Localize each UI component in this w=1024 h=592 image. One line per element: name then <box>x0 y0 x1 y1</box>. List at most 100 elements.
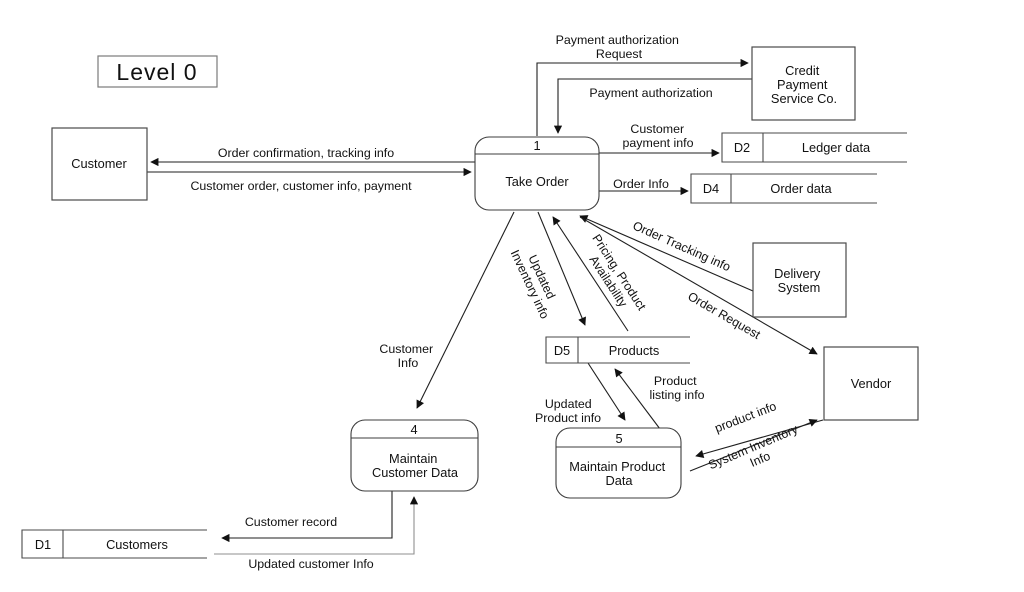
flow-label: Payment authorization Request <box>556 33 683 61</box>
datastore-d2-ledger-data: D2 Ledger data <box>721 132 907 163</box>
flow-customer-info: Customer Info <box>379 211 515 409</box>
process-label-line: Data <box>605 473 633 488</box>
flow-order-info: Order Info <box>599 177 689 196</box>
process-number: 5 <box>615 431 622 446</box>
datastore-outline <box>545 336 690 364</box>
entity-vendor: Vendor <box>823 346 919 421</box>
process-label: Maintain Product Data <box>569 459 669 488</box>
flow-line <box>221 491 393 543</box>
entity-box <box>751 46 856 121</box>
flow-label: Customer Info <box>379 342 436 370</box>
flow-order-confirmation: Order confirmation, tracking info <box>150 146 475 167</box>
entity-label: Delivery System <box>774 266 824 295</box>
datastore-d1-customers: D1 Customers <box>21 529 207 559</box>
flow-updated-inventory-info: Updated Inventory info <box>508 211 586 326</box>
datastore-name: Order data <box>770 181 832 196</box>
process-1-take-order: 1 Take Order <box>474 136 600 211</box>
entity-label-line: Payment <box>777 77 828 92</box>
entity-label: Credit Payment Service Co. <box>771 63 837 106</box>
process-number: 4 <box>410 422 417 437</box>
process-label-line: Maintain Product <box>569 459 665 474</box>
flow-line <box>552 216 629 332</box>
flow-label-line: Customer <box>379 342 433 356</box>
process-label-line: Maintain <box>389 451 437 466</box>
flow-customer-record: Customer record <box>221 491 393 543</box>
flow-label-line: payment info <box>623 136 694 150</box>
flow-line <box>579 216 818 355</box>
flow-label: Customer payment info <box>623 122 694 150</box>
process-number: 1 <box>533 138 540 153</box>
title-text: Level 0 <box>116 59 197 85</box>
flow-label-line: Payment authorization <box>556 33 679 47</box>
flow-product-listing-info: Product listing info <box>614 368 705 430</box>
flow-payment-authorization: Payment authorization <box>553 78 752 134</box>
entity-label-line: Credit <box>785 63 820 78</box>
entity-credit-payment-service: Credit Payment Service Co. <box>751 46 856 121</box>
title-box <box>97 55 218 88</box>
flow-line <box>416 211 515 409</box>
flow-label: Customer record <box>245 515 337 529</box>
datastore-code: D2 <box>734 140 750 155</box>
entity-label: Vendor <box>851 376 892 391</box>
flow-label: Updated Product info <box>535 397 601 425</box>
diagram-title: Level 0 <box>97 55 218 88</box>
entity-label-line: Delivery <box>774 266 821 281</box>
entity-box <box>823 346 919 421</box>
flow-customer-payment-info: Customer payment info <box>599 122 720 158</box>
datastore-name: Customers <box>106 537 168 552</box>
entity-label-line: System <box>778 280 821 295</box>
flow-line <box>214 496 419 555</box>
entity-label-line: Service Co. <box>771 91 837 106</box>
process-label-line: Customer Data <box>372 465 459 480</box>
flow-label: Updated customer Info <box>248 557 373 571</box>
flow-label-line: Product <box>654 374 697 388</box>
flow-line <box>553 78 752 134</box>
datastore-name: Products <box>609 343 660 358</box>
entity-customer: Customer <box>51 127 148 201</box>
datastore-d4-order-data: D4 Order data <box>690 173 877 204</box>
flow-line <box>587 362 626 421</box>
flow-line <box>689 418 818 472</box>
flow-label-line: Request <box>596 47 643 61</box>
process-5-maintain-product-data: 5 Maintain Product Data <box>555 427 682 499</box>
process-4-maintain-customer-data: 4 Maintain Customer Data <box>350 419 479 492</box>
flow-line <box>614 368 661 430</box>
datastore-outline <box>690 173 877 204</box>
flow-customer-order: Customer order, customer info, payment <box>147 167 472 193</box>
datastore-outline <box>21 529 207 559</box>
flow-label-line: Product info <box>535 411 601 425</box>
flow-label-line: Info <box>398 356 419 370</box>
entity-box <box>752 242 847 318</box>
datastore-code: D4 <box>703 181 719 196</box>
flow-pricing-product-availability: Pricing, Product Availability <box>552 216 649 332</box>
flow-label: Updated Inventory info <box>508 242 565 321</box>
datastore-code: D5 <box>554 343 570 358</box>
process-box <box>474 136 600 211</box>
entity-delivery-system: Delivery System <box>752 242 847 318</box>
flow-updated-customer-info: Updated customer Info <box>214 496 419 571</box>
entity-label: Customer <box>71 156 127 171</box>
datastore-name: Ledger data <box>802 140 871 155</box>
flow-label: Order Info <box>613 177 669 191</box>
flow-label: Payment authorization <box>589 86 712 100</box>
flow-line <box>536 58 749 136</box>
datastore-outline <box>721 132 907 163</box>
flow-label: Product listing info <box>649 374 704 402</box>
flow-line <box>537 211 586 326</box>
flow-label: product info <box>713 399 779 435</box>
flow-line <box>579 215 754 292</box>
flow-label-line: Customer <box>630 122 684 136</box>
flow-label: Customer order, customer info, payment <box>190 179 412 193</box>
flow-payment-authorization-request: Payment authorization Request <box>536 33 749 136</box>
process-label: Maintain Customer Data <box>372 451 459 480</box>
flow-label-line: Updated <box>545 397 592 411</box>
flow-label: Order confirmation, tracking info <box>218 146 394 160</box>
process-label: Take Order <box>505 174 569 189</box>
flow-updated-product-info: Updated Product info <box>535 362 626 425</box>
datastore-d5-products: D5 Products <box>545 336 690 364</box>
entity-box <box>51 127 148 201</box>
flow-label-line: listing info <box>649 388 704 402</box>
process-box <box>555 427 682 499</box>
